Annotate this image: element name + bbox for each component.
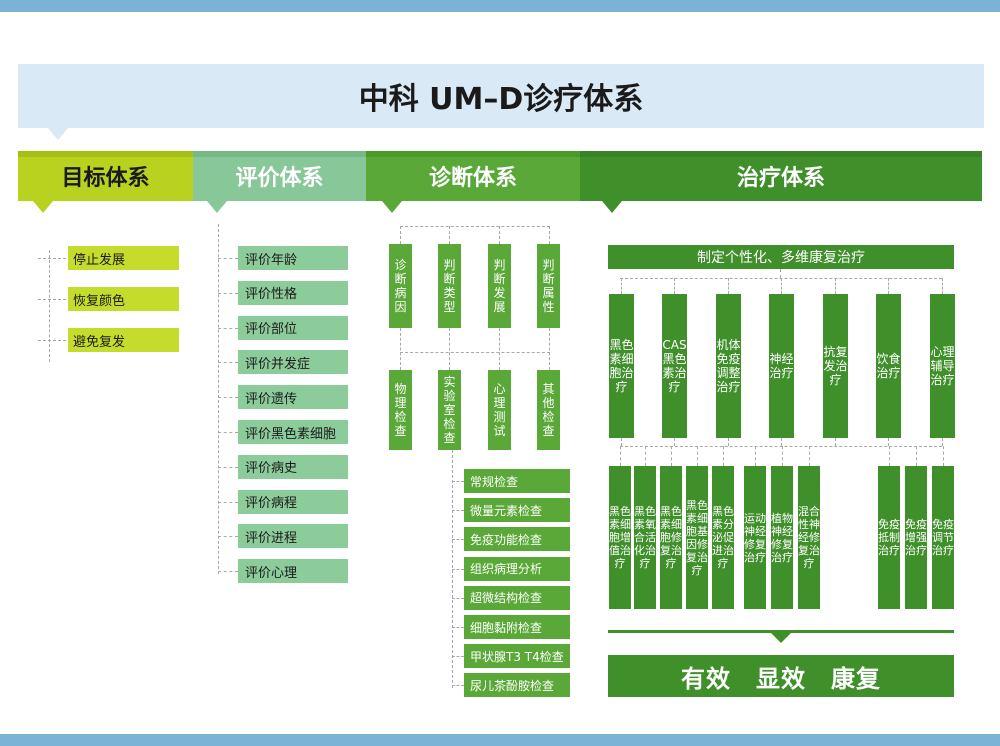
diag-top-box: 判断类型 xyxy=(438,244,461,328)
treat-banner: 制定个性化、多维康复治疗 xyxy=(608,245,954,269)
result-line xyxy=(608,630,954,633)
result-pointer xyxy=(771,633,791,643)
treat-top-box: 机体免疫调整治疗 xyxy=(716,294,741,438)
treat-sub-box: 免疫抵制治疗 xyxy=(878,466,900,609)
treat-sub-box: 混合性神经修复治疗 xyxy=(798,466,820,609)
result-box: 有效 显效 康复 xyxy=(608,655,954,697)
header-diag xyxy=(366,151,580,201)
diag-mid-box: 其他检查 xyxy=(537,370,560,450)
treat-sub-box: 黑色素细胞增值治疗 xyxy=(609,466,631,609)
treat-pointer xyxy=(602,201,622,213)
treat-top-box: 抗复发治疗 xyxy=(823,294,848,438)
treat-sub-box: 黑色素氧合活化治疗 xyxy=(634,466,656,609)
eval-item: 评价进程 xyxy=(238,524,348,549)
lab-test-item: 细胞黏附检查 xyxy=(464,615,570,639)
header-treat-label: 治疗体系 xyxy=(736,166,825,191)
treat-top-box: 黑色素细胞治疗 xyxy=(609,294,634,438)
header-treat xyxy=(580,151,982,201)
eval-item: 评价并发症 xyxy=(238,350,348,375)
title-banner-pointer xyxy=(48,128,68,140)
treat-sub-box: 免疫增强治疗 xyxy=(905,466,927,609)
treat-top-box: 心理辅导治疗 xyxy=(930,294,955,438)
lab-test-item: 超微结构检查 xyxy=(464,585,570,610)
eval-item: 评价性格 xyxy=(238,280,348,305)
treat-top-box: 饮食治疗 xyxy=(876,294,901,438)
header-eval xyxy=(193,151,366,201)
lab-test-item: 免疫功能检查 xyxy=(464,527,570,552)
diag-top-box: 判断属性 xyxy=(537,244,560,328)
treat-sub-box: 黑色素细胞修复治疗 xyxy=(660,466,682,609)
treat-sub-box: 运动神经修复治疗 xyxy=(744,466,766,609)
top-stripe xyxy=(0,0,1000,12)
header-goal xyxy=(18,151,193,201)
diag-pointer xyxy=(382,201,402,213)
eval-item: 评价心理 xyxy=(238,559,348,584)
lab-test-item: 尿儿茶酚胺检查 xyxy=(464,673,570,698)
lab-test-item: 常规检查 xyxy=(464,469,570,493)
treat-sub-box: 黑色素细胞基因修复治疗 xyxy=(686,466,708,609)
header-goal-label: 目标体系 xyxy=(61,166,150,191)
eval-item: 评价病史 xyxy=(238,454,348,479)
treat-sub-box: 黑色素分泌促进治疗 xyxy=(712,466,734,609)
diag-top-box: 诊断病因 xyxy=(389,244,412,328)
eval-item: 评价黑色素细胞 xyxy=(238,420,348,444)
goal-pointer xyxy=(33,201,53,213)
goal-item: 停止发展 xyxy=(68,246,179,270)
diag-mid-box: 心理测试 xyxy=(488,370,511,450)
treat-top-box: CAS黑色素治疗 xyxy=(662,294,687,438)
goal-item: 恢复颜色 xyxy=(68,287,179,311)
title-banner xyxy=(18,64,984,128)
lab-test-item: 组织病理分析 xyxy=(464,556,570,581)
treat-sub-box: 免疫调节治疗 xyxy=(932,466,954,609)
lab-test-item: 甲状腺T3 T4检查 xyxy=(464,644,570,669)
diag-top-box: 判断发展 xyxy=(488,244,511,328)
eval-item: 评价遗传 xyxy=(238,385,348,410)
treat-sub-box: 植物神经修复治疗 xyxy=(771,466,793,609)
header-eval-label: 评价体系 xyxy=(235,166,324,191)
lab-test-item: 微量元素检查 xyxy=(464,498,570,523)
eval-item: 评价部位 xyxy=(238,315,348,340)
diag-mid-box: 实验室检查 xyxy=(438,370,461,450)
diag-mid-box: 物理检查 xyxy=(389,370,412,450)
eval-item: 评价病程 xyxy=(238,489,348,514)
eval-item: 评价年龄 xyxy=(238,246,348,270)
page-title: 中科 UM–D诊疗体系 xyxy=(358,82,644,117)
header-diag-label: 诊断体系 xyxy=(428,166,517,191)
eval-pointer xyxy=(207,201,227,213)
bottom-stripe xyxy=(0,734,1000,746)
goal-item: 避免复发 xyxy=(68,328,179,352)
treat-top-box: 神经治疗 xyxy=(769,294,794,438)
